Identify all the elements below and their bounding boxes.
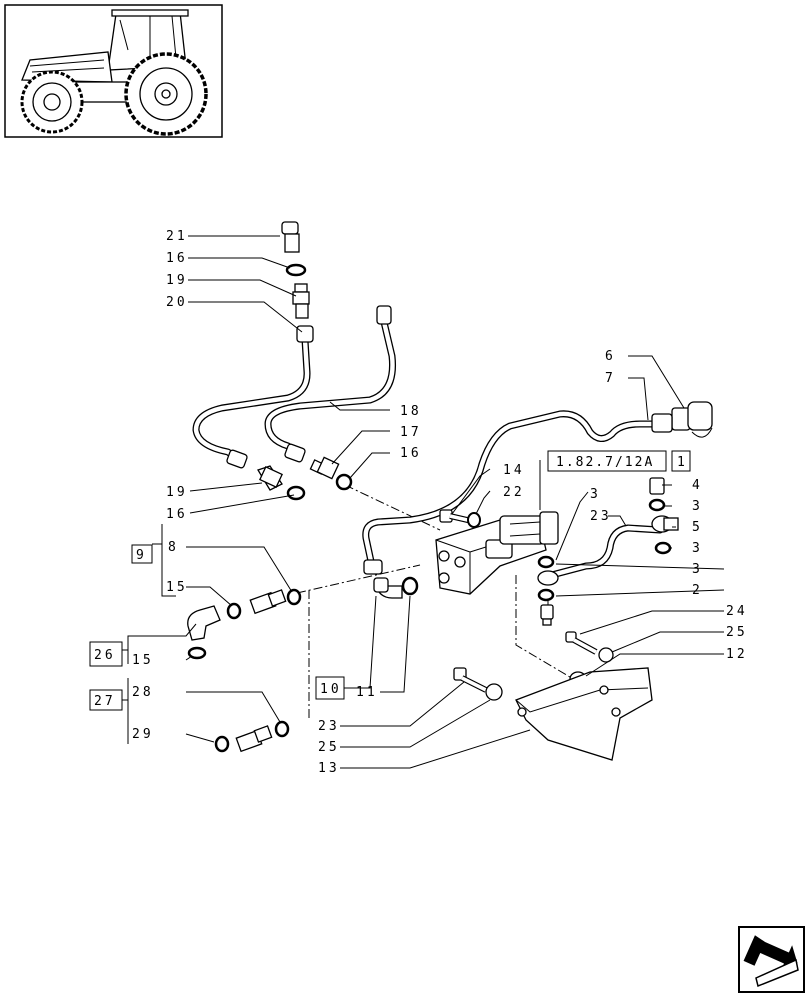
callout-12: 12 — [726, 647, 748, 662]
next-page-arrow-icon[interactable] — [738, 926, 805, 993]
callout-28: 28 — [132, 685, 154, 700]
callout-14: 14 — [503, 463, 525, 478]
boxed-labels — [89, 450, 691, 711]
mounting-bracket — [515, 667, 653, 761]
callout-17: 17 — [400, 425, 422, 440]
callout-9: 9 — [136, 548, 147, 563]
valve-block — [435, 511, 559, 595]
callout-25-bracket: 25 — [318, 740, 340, 755]
callout-8: 8 — [168, 540, 179, 555]
callout-6: 6 — [605, 349, 616, 364]
pipes — [192, 318, 664, 580]
callout-21: 21 — [166, 229, 188, 244]
callout-22: 22 — [503, 485, 525, 500]
callout-4: 4 — [692, 478, 703, 493]
callout-16-mid: 16 — [166, 507, 188, 522]
callout-3-left: 3 — [590, 487, 601, 502]
callout-10: 10 — [320, 682, 342, 697]
callout-3-a: 3 — [692, 499, 703, 514]
callout-19: 19 — [166, 273, 188, 288]
leader-lines — [106, 235, 725, 769]
callout-5: 5 — [692, 520, 703, 535]
callout-3-b: 3 — [692, 541, 703, 556]
tractor-thumbnail-icon — [4, 4, 223, 138]
callout-19-mid: 19 — [166, 485, 188, 500]
callout-13: 13 — [318, 761, 340, 776]
callout-23-pipe: 23 — [590, 509, 612, 524]
callout-7: 7 — [605, 371, 616, 386]
alignment-lines — [296, 484, 576, 720]
callout-15-lower: 15 — [132, 653, 154, 668]
callout-labels: 21 16 19 20 18 17 16 6 7 19 16 14 22 3 2… — [94, 229, 748, 776]
callout-3-c: 3 — [692, 562, 703, 577]
callout-18: 18 — [400, 404, 422, 419]
callout-15: 15 — [166, 580, 188, 595]
callout-26: 26 — [94, 648, 116, 663]
reference-code: 1.82.7/12A — [556, 455, 654, 470]
callout-11: 11 — [356, 685, 378, 700]
callout-16-right: 16 — [400, 446, 422, 461]
callout-20: 20 — [166, 295, 188, 310]
fittings — [187, 221, 713, 753]
callout-24: 24 — [726, 604, 748, 619]
callout-25: 25 — [726, 625, 748, 640]
callout-23-bracket: 23 — [318, 719, 340, 734]
reference-sheet: 1 — [677, 455, 688, 470]
callout-27: 27 — [94, 694, 116, 709]
callout-2: 2 — [692, 583, 703, 598]
callout-16: 16 — [166, 251, 188, 266]
callout-29: 29 — [132, 727, 154, 742]
